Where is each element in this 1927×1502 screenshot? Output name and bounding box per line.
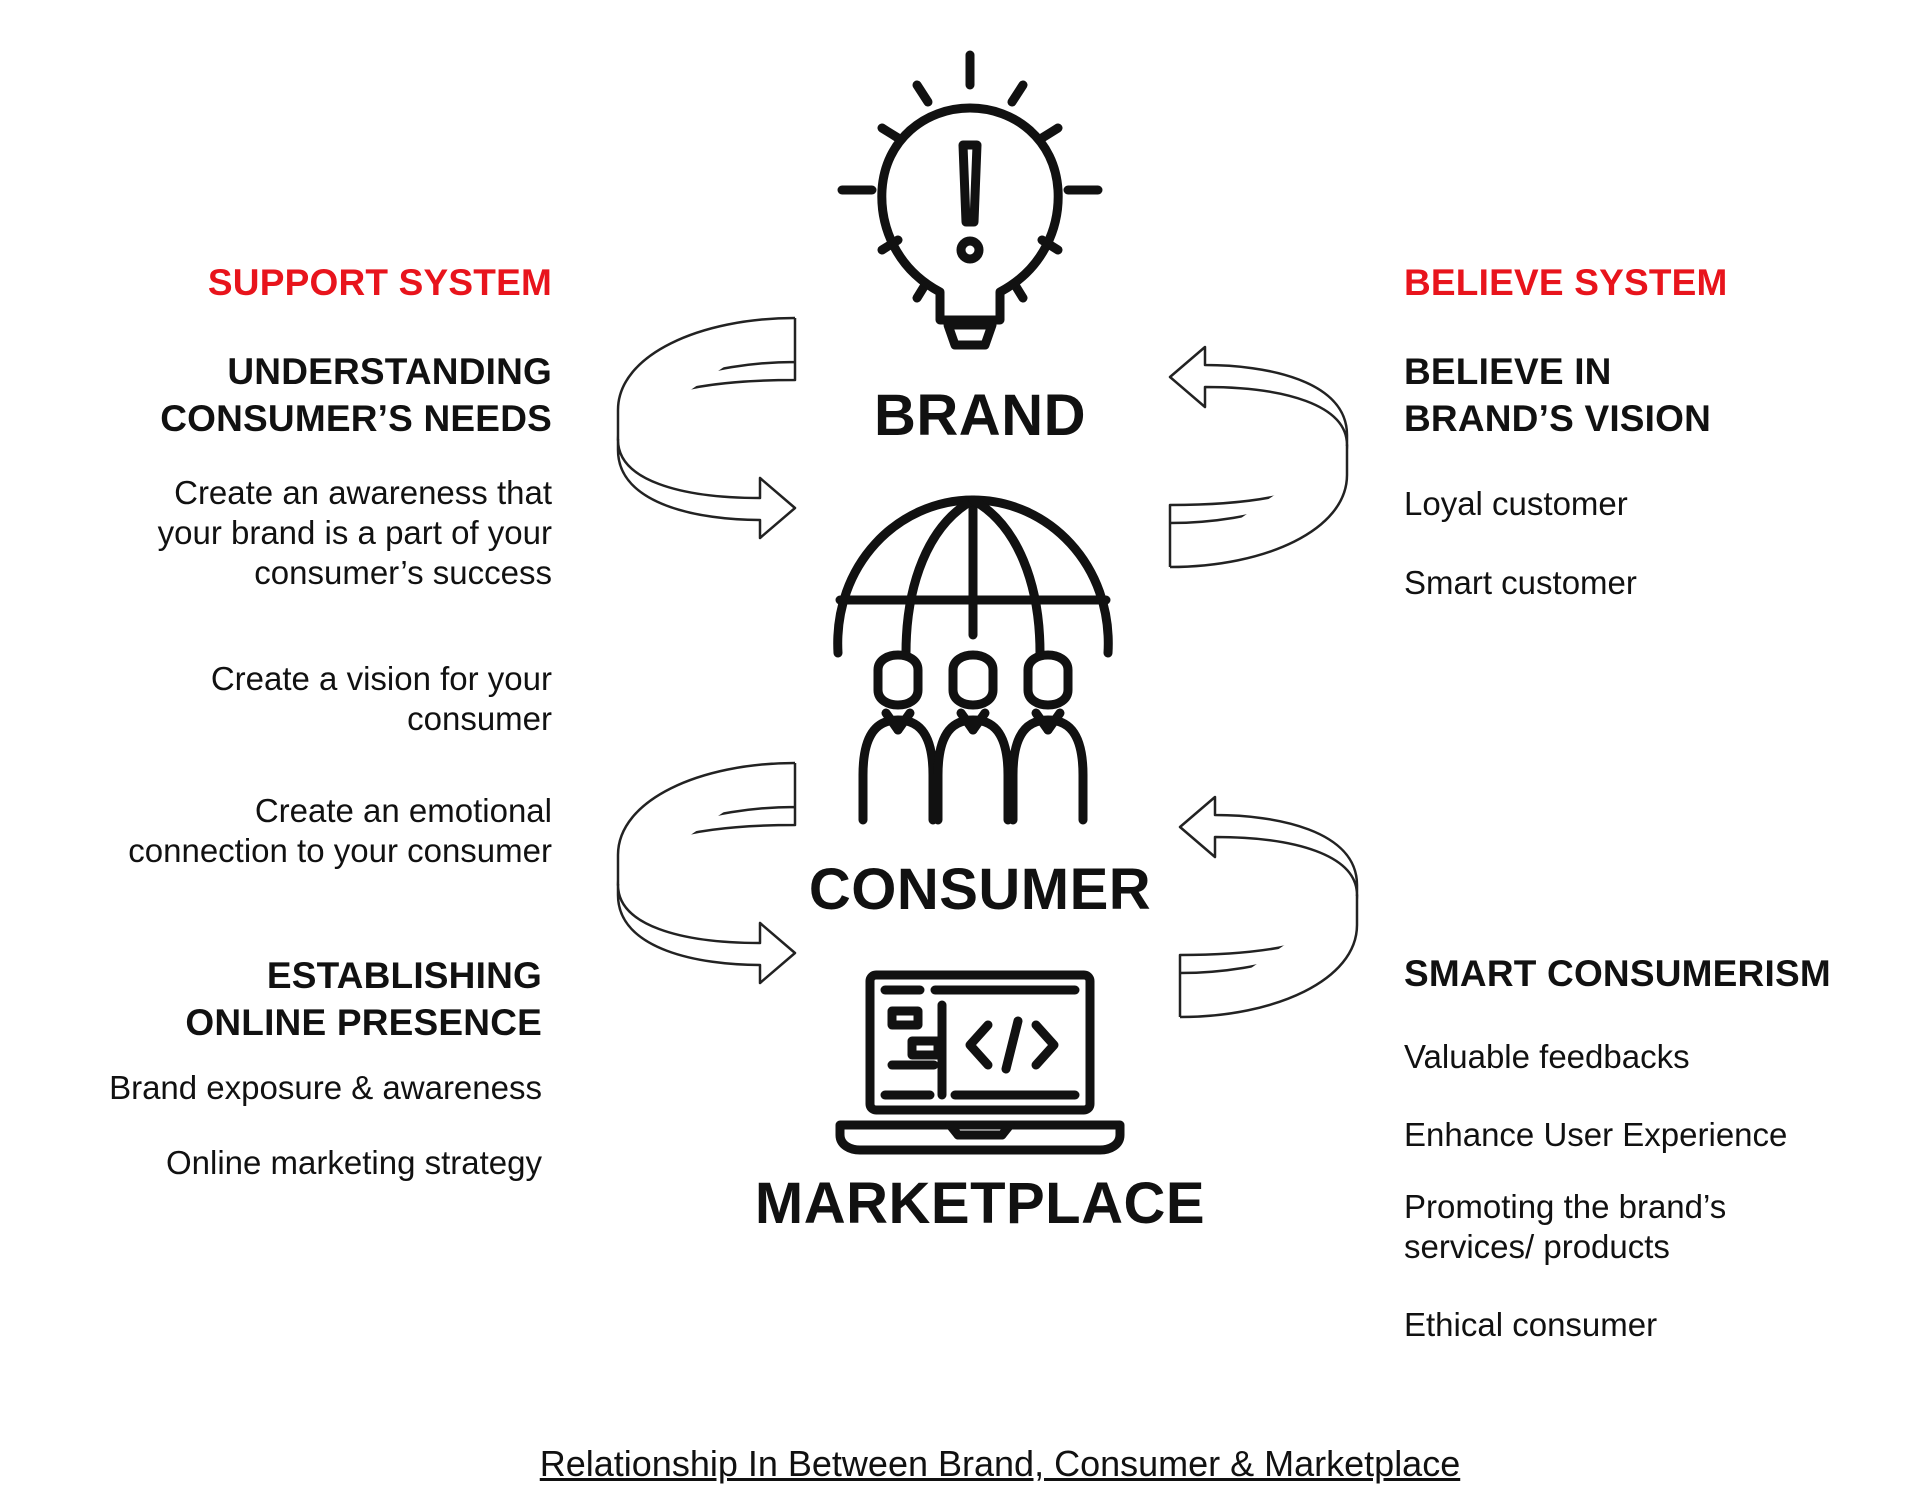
heading-line: ESTABLISHING — [266, 955, 542, 996]
diagram-caption: Relationship In Between Brand, Consumer … — [539, 1443, 1461, 1484]
item-line: Create a vision for your — [210, 660, 552, 697]
list-item: Promoting the brand’s services/ products — [1404, 1187, 1726, 1267]
item-line: your brand is a part of your — [157, 514, 552, 551]
item-line: Promoting the brand’s — [1404, 1188, 1727, 1225]
heading-line: CONSUMER’S NEEDS — [160, 398, 552, 439]
marketplace-label: MARKETPLACE — [754, 1171, 1206, 1236]
laptop-code-icon — [835, 970, 1125, 1155]
support-system-title: SUPPORT SYSTEM — [207, 262, 552, 303]
heading-line: BRAND’S VISION — [1404, 398, 1712, 439]
heading-line: ONLINE PRESENCE — [185, 1002, 542, 1043]
item-line: connection to your consumer — [128, 832, 552, 869]
smart-consumerism-heading: SMART CONSUMERISM — [1404, 953, 1831, 994]
online-presence-heading: ESTABLISHING ONLINE PRESENCE — [185, 952, 542, 1046]
list-item: Create a vision for your consumer — [211, 659, 552, 739]
list-item: Valuable feedbacks — [1404, 1038, 1690, 1075]
consumer-label: CONSUMER — [808, 857, 1152, 922]
list-item: Create an emotional connection to your c… — [128, 791, 552, 871]
curved-arrow-icon — [616, 761, 797, 985]
lightbulb-icon — [837, 50, 1103, 350]
brand-label: BRAND — [874, 383, 1086, 448]
heading-line: UNDERSTANDING — [227, 351, 552, 392]
believe-system-title: BELIEVE SYSTEM — [1404, 262, 1728, 303]
curved-arrow-icon — [616, 316, 797, 540]
brand-vision-heading: BELIEVE IN BRAND’S VISION — [1404, 348, 1711, 442]
heading-line: BELIEVE IN — [1404, 351, 1612, 392]
item-line: Create an awareness that — [174, 474, 552, 511]
item-line: Create an emotional — [254, 792, 552, 829]
item-line: services/ products — [1404, 1228, 1670, 1265]
globe-people-icon — [833, 495, 1113, 825]
list-item: Brand exposure & awareness — [109, 1069, 542, 1106]
item-line: consumer’s success — [254, 554, 552, 591]
list-item: Enhance User Experience — [1404, 1116, 1788, 1153]
list-item: Smart customer — [1404, 564, 1637, 601]
list-item: Create an awareness that your brand is a… — [158, 473, 552, 593]
curved-arrow-icon — [1168, 345, 1349, 569]
list-item: Online marketing strategy — [165, 1144, 542, 1181]
understanding-needs-heading: UNDERSTANDING CONSUMER’S NEEDS — [160, 348, 552, 442]
curved-arrow-icon — [1178, 795, 1359, 1019]
list-item: Loyal customer — [1404, 485, 1628, 522]
list-item: Ethical consumer — [1404, 1306, 1658, 1343]
item-line: consumer — [407, 700, 552, 737]
